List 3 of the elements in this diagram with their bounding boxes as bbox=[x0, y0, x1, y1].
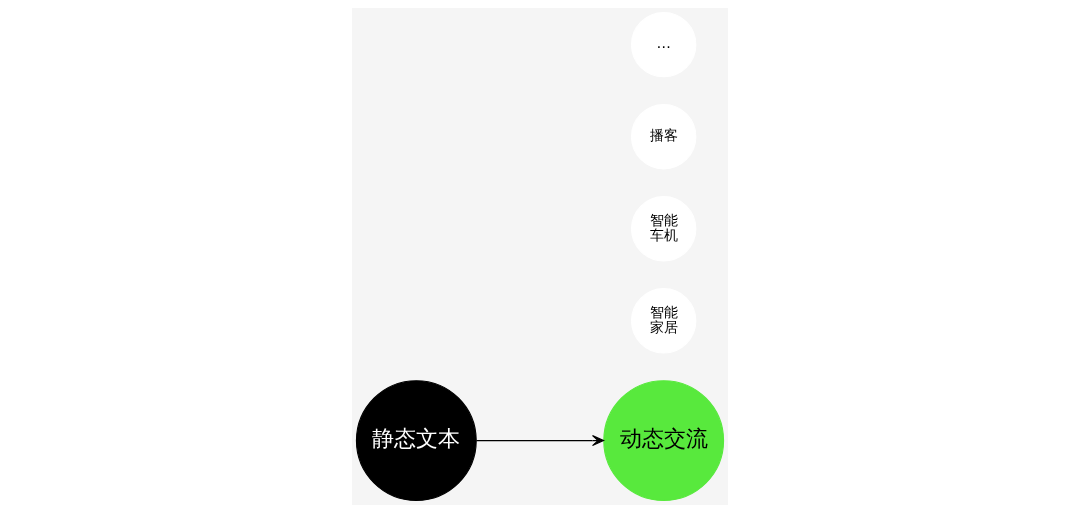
node-circle: 动态交流 bbox=[603, 380, 725, 502]
arrow bbox=[475, 435, 605, 447]
node-circle: 静态文本 bbox=[355, 380, 477, 502]
